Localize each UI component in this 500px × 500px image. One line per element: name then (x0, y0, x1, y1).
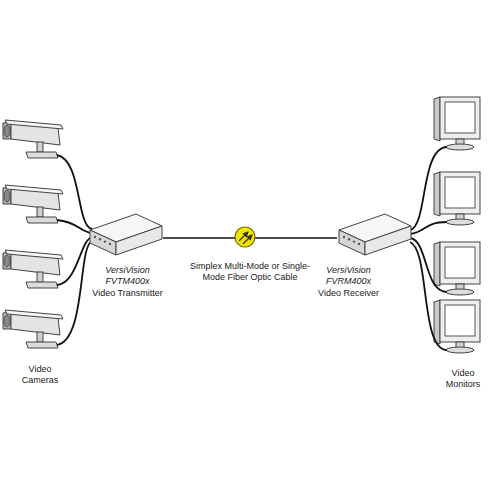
device-port (94, 236, 96, 238)
device-port (343, 236, 345, 238)
device-box: VersiVisionFVRM400xVideo Receiver (337, 210, 412, 260)
video-monitor (434, 172, 480, 225)
video-monitor (434, 242, 480, 295)
device-name: Video Receiver (301, 288, 396, 299)
model-number: FVRM400x (301, 276, 396, 287)
device-port (348, 238, 350, 240)
device-outline (337, 210, 412, 260)
device-caption: VersiVisionFVRM400xVideo Receiver (301, 265, 396, 299)
video-wire (57, 155, 92, 229)
brand-name: VersiVision (80, 265, 175, 276)
video-wire (410, 147, 447, 230)
device-port (353, 240, 355, 242)
device-box: VersiVisionFVTM400xVideo Transmitter (88, 210, 163, 260)
cable-label: Simplex Multi-Mode or Single-Mode Fiber … (180, 261, 320, 284)
video-wires (57, 147, 447, 350)
device-port (358, 243, 360, 245)
device-port (109, 243, 111, 245)
video-camera (3, 185, 63, 223)
group-label: Video Monitors (436, 368, 490, 391)
video-monitor (434, 300, 480, 353)
device-caption: VersiVisionFVTM400xVideo Transmitter (80, 265, 175, 299)
brand-name: VersiVision (301, 265, 396, 276)
video-monitor (434, 97, 480, 150)
video-wire (57, 237, 92, 285)
video-wire (57, 220, 92, 233)
video-camera (3, 250, 63, 288)
group-label: Video Cameras (16, 364, 64, 387)
video-wire (57, 241, 92, 345)
video-wire (410, 222, 447, 234)
device-face (339, 230, 365, 255)
device-port (104, 240, 106, 242)
device-face (365, 226, 411, 255)
fiber-icon (235, 227, 255, 247)
fiber-symbol (235, 227, 255, 247)
video-camera (3, 310, 63, 348)
model-number: FVTM400x (80, 276, 175, 287)
video-camera (3, 120, 63, 158)
device-name: Video Transmitter (80, 288, 175, 299)
fiber-arrow (243, 235, 252, 244)
device-face (90, 230, 116, 255)
video-wire (410, 242, 447, 350)
device-outline (88, 210, 163, 260)
device-port (99, 238, 101, 240)
device-face (116, 226, 162, 255)
